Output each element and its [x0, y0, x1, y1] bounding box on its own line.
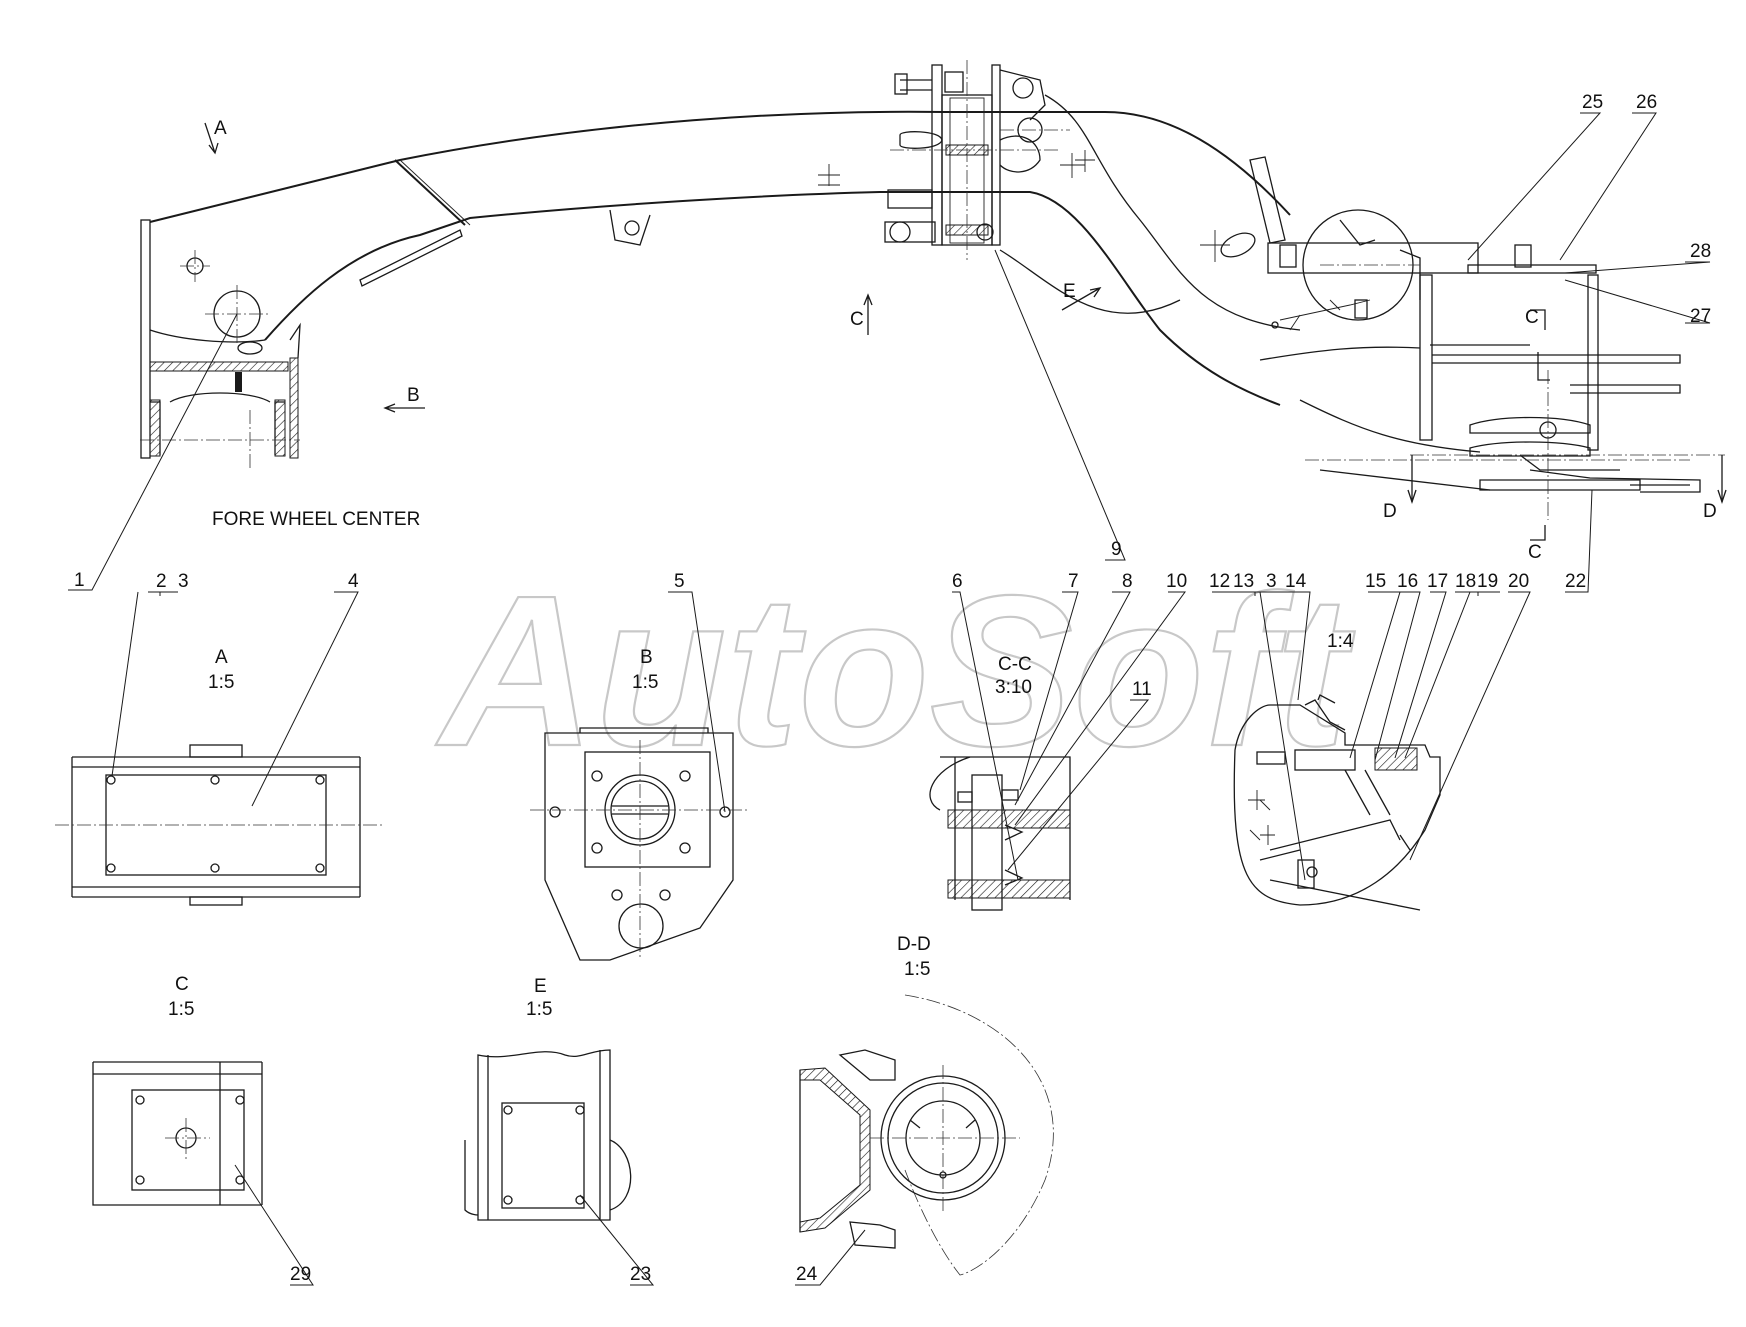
detail-c-scale: 1:5: [168, 999, 194, 1020]
part-label-22: 22: [1565, 571, 1586, 592]
part-label-23: 23: [630, 1264, 651, 1285]
part-label-28: 28: [1690, 241, 1711, 262]
detail-magnified: 1:4: [1233, 631, 1441, 911]
part-labels: 1 2 3 4 5 6 7 8 9 10 11 12 13 3 14 15 16…: [74, 92, 1711, 1285]
detail-magnified-scale: 1:4: [1327, 631, 1354, 652]
arrow-label-b: B: [407, 385, 420, 406]
detail-dd-scale: 1:5: [904, 959, 930, 980]
part-label-25: 25: [1582, 92, 1603, 113]
main-view: [140, 60, 1727, 541]
arrow-label-a: A: [214, 118, 227, 139]
detail-cc: C-C 3:10: [929, 654, 1071, 911]
detail-cc-scale: 3:10: [995, 677, 1032, 698]
fore-wheel-center-caption: FORE WHEEL CENTER: [212, 509, 420, 530]
arrow-label-c: C: [850, 309, 864, 330]
part-label-16: 16: [1397, 571, 1418, 592]
part-label-29: 29: [290, 1264, 311, 1285]
view-arrows: A B C E C C D D: [204, 118, 1717, 563]
detail-a-scale: 1:5: [208, 672, 234, 693]
section-mark-d-right: D: [1703, 501, 1717, 522]
detail-a-title: A: [215, 647, 228, 668]
part-label-6: 6: [952, 571, 963, 592]
detail-dd: D-D 1:5: [799, 934, 1054, 1276]
part-label-4: 4: [348, 571, 359, 592]
part-label-17: 17: [1427, 571, 1448, 592]
part-label-18: 18: [1455, 571, 1476, 592]
part-label-5: 5: [674, 571, 685, 592]
arrow-label-e: E: [1063, 281, 1076, 302]
part-label-9: 9: [1111, 539, 1122, 560]
part-label-24: 24: [796, 1264, 818, 1285]
detail-c-title: C: [175, 974, 189, 995]
part-label-3b: 3: [1266, 571, 1277, 592]
part-label-11: 11: [1132, 679, 1152, 700]
detail-e: E 1:5: [464, 976, 632, 1221]
part-label-3: 3: [178, 571, 189, 592]
section-mark-d-left: D: [1383, 501, 1397, 522]
section-mark-c-bottom: C: [1528, 542, 1542, 563]
detail-e-scale: 1:5: [526, 999, 552, 1020]
part-label-20: 20: [1508, 571, 1529, 592]
detail-c: C 1:5: [92, 974, 263, 1206]
part-label-27: 27: [1690, 306, 1711, 327]
leader-lines: [68, 112, 1711, 1286]
part-label-8: 8: [1122, 571, 1133, 592]
part-label-1: 1: [74, 570, 85, 591]
part-label-26: 26: [1636, 92, 1657, 113]
part-label-10: 10: [1166, 571, 1187, 592]
part-label-14: 14: [1285, 571, 1307, 592]
part-label-12: 12: [1209, 571, 1230, 592]
detail-a: A 1:5: [55, 647, 385, 906]
section-mark-c-top: C: [1525, 307, 1539, 328]
detail-cc-title: C-C: [998, 654, 1032, 675]
part-label-19: 19: [1477, 571, 1498, 592]
detail-b-scale: 1:5: [632, 672, 658, 693]
part-label-7: 7: [1068, 571, 1079, 592]
detail-b-title: B: [640, 647, 653, 668]
detail-b: B 1:5: [530, 647, 750, 961]
part-label-2: 2: [156, 571, 167, 592]
part-label-13: 13: [1233, 571, 1254, 592]
detail-e-title: E: [534, 976, 547, 997]
detail-dd-title: D-D: [897, 934, 931, 955]
part-label-15: 15: [1365, 571, 1386, 592]
